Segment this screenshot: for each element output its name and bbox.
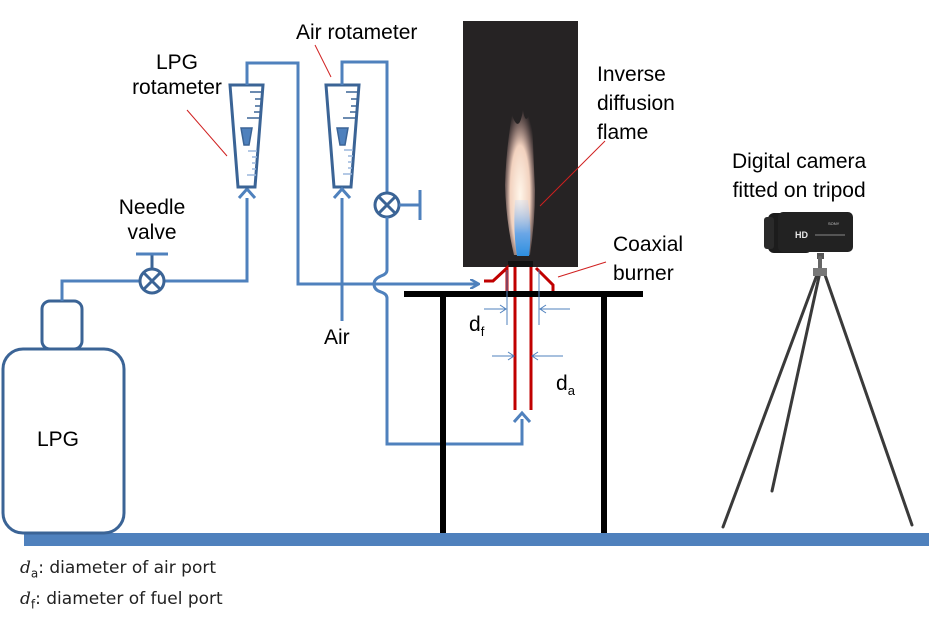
lpg-to-burner-pipe: [245, 61, 378, 286]
arrow-into-lpg-rotameter: [237, 186, 257, 199]
camera-brand: SONY: [828, 221, 840, 226]
label-lpg-cylinder: LPG: [37, 428, 80, 451]
legend-item-air-port: da: diameter of air port: [20, 555, 223, 586]
camera-hd-badge: HD: [795, 230, 808, 240]
lpg-supply-pipe: [60, 198, 249, 301]
air-to-burner-pipe: [372, 217, 524, 446]
arrow-into-air-rotameter: [332, 186, 352, 199]
label-line: diffusion: [597, 92, 675, 115]
ground-line: [24, 533, 929, 546]
cylinder-neck: [40, 299, 84, 351]
air-port-dimension: [492, 351, 563, 361]
air-to-valve-pipe: [340, 60, 389, 192]
dim-subscript: f: [480, 324, 485, 340]
lpg-float: [240, 127, 253, 146]
tripod-icon: [721, 253, 914, 529]
lpg-rotameter-icon: [228, 83, 265, 189]
label-needle-valve: Needle valve: [107, 195, 197, 245]
leader-burner: [557, 261, 607, 278]
air-rotameter-icon: [324, 83, 361, 189]
lpg-cylinder: [1, 299, 126, 535]
needle-valve-icon: [136, 252, 168, 295]
label-line: Needle: [118, 196, 186, 219]
label-air-port-dimension: da: [556, 371, 575, 403]
legend-item-fuel-port: df: diameter of fuel port: [20, 586, 223, 617]
air-valve-icon: [373, 190, 422, 220]
legend: da: diameter of air port df: diameter of…: [20, 555, 223, 618]
label-line: flame: [597, 121, 649, 144]
leader-flame: [539, 140, 606, 207]
dim-symbol: d: [556, 372, 568, 395]
label-line: fitted on tripod: [732, 179, 866, 202]
arrow-into-air-port: [512, 410, 532, 423]
label-line: rotameter: [132, 76, 222, 99]
coaxial-burner-icon: [484, 264, 555, 410]
flame-photo: [463, 21, 578, 267]
legend-symbol: d: [20, 558, 31, 578]
legend-text: : diameter of air port: [38, 558, 217, 578]
legend-subscript: f: [30, 597, 36, 612]
fuel-port-dimension: [484, 270, 570, 325]
burner-stand: [404, 291, 643, 533]
label-air-rotameter: Air rotameter: [296, 21, 418, 44]
label-coaxial-burner: Coaxial burner: [613, 230, 683, 288]
label-air-inlet: Air: [324, 326, 350, 349]
leader-lpg-rotameter: [186, 109, 228, 157]
label-line: burner: [613, 262, 674, 285]
label-line: LPG: [155, 51, 199, 74]
dim-symbol: d: [469, 313, 481, 336]
label-lpg-rotameter: LPG rotameter: [127, 50, 227, 100]
video-camera-icon: HD SONY: [764, 212, 853, 253]
label-fuel-port-dimension: df: [469, 312, 484, 344]
label-line: Inverse: [597, 63, 666, 86]
leader-lines: [186, 44, 607, 278]
legend-symbol: d: [20, 589, 31, 610]
air-float: [336, 127, 349, 146]
label-flame: Inverse diffusion flame: [597, 60, 675, 147]
label-line: Digital camera: [732, 150, 867, 173]
legend-text: : diameter of fuel port: [35, 589, 223, 610]
label-line: valve: [127, 221, 177, 244]
legend-subscript: a: [30, 566, 39, 581]
dim-subscript: a: [567, 383, 575, 399]
leader-air-rotameter: [314, 44, 332, 78]
label-camera: Digital camera fitted on tripod: [732, 147, 866, 205]
label-line: Coaxial: [613, 233, 684, 256]
